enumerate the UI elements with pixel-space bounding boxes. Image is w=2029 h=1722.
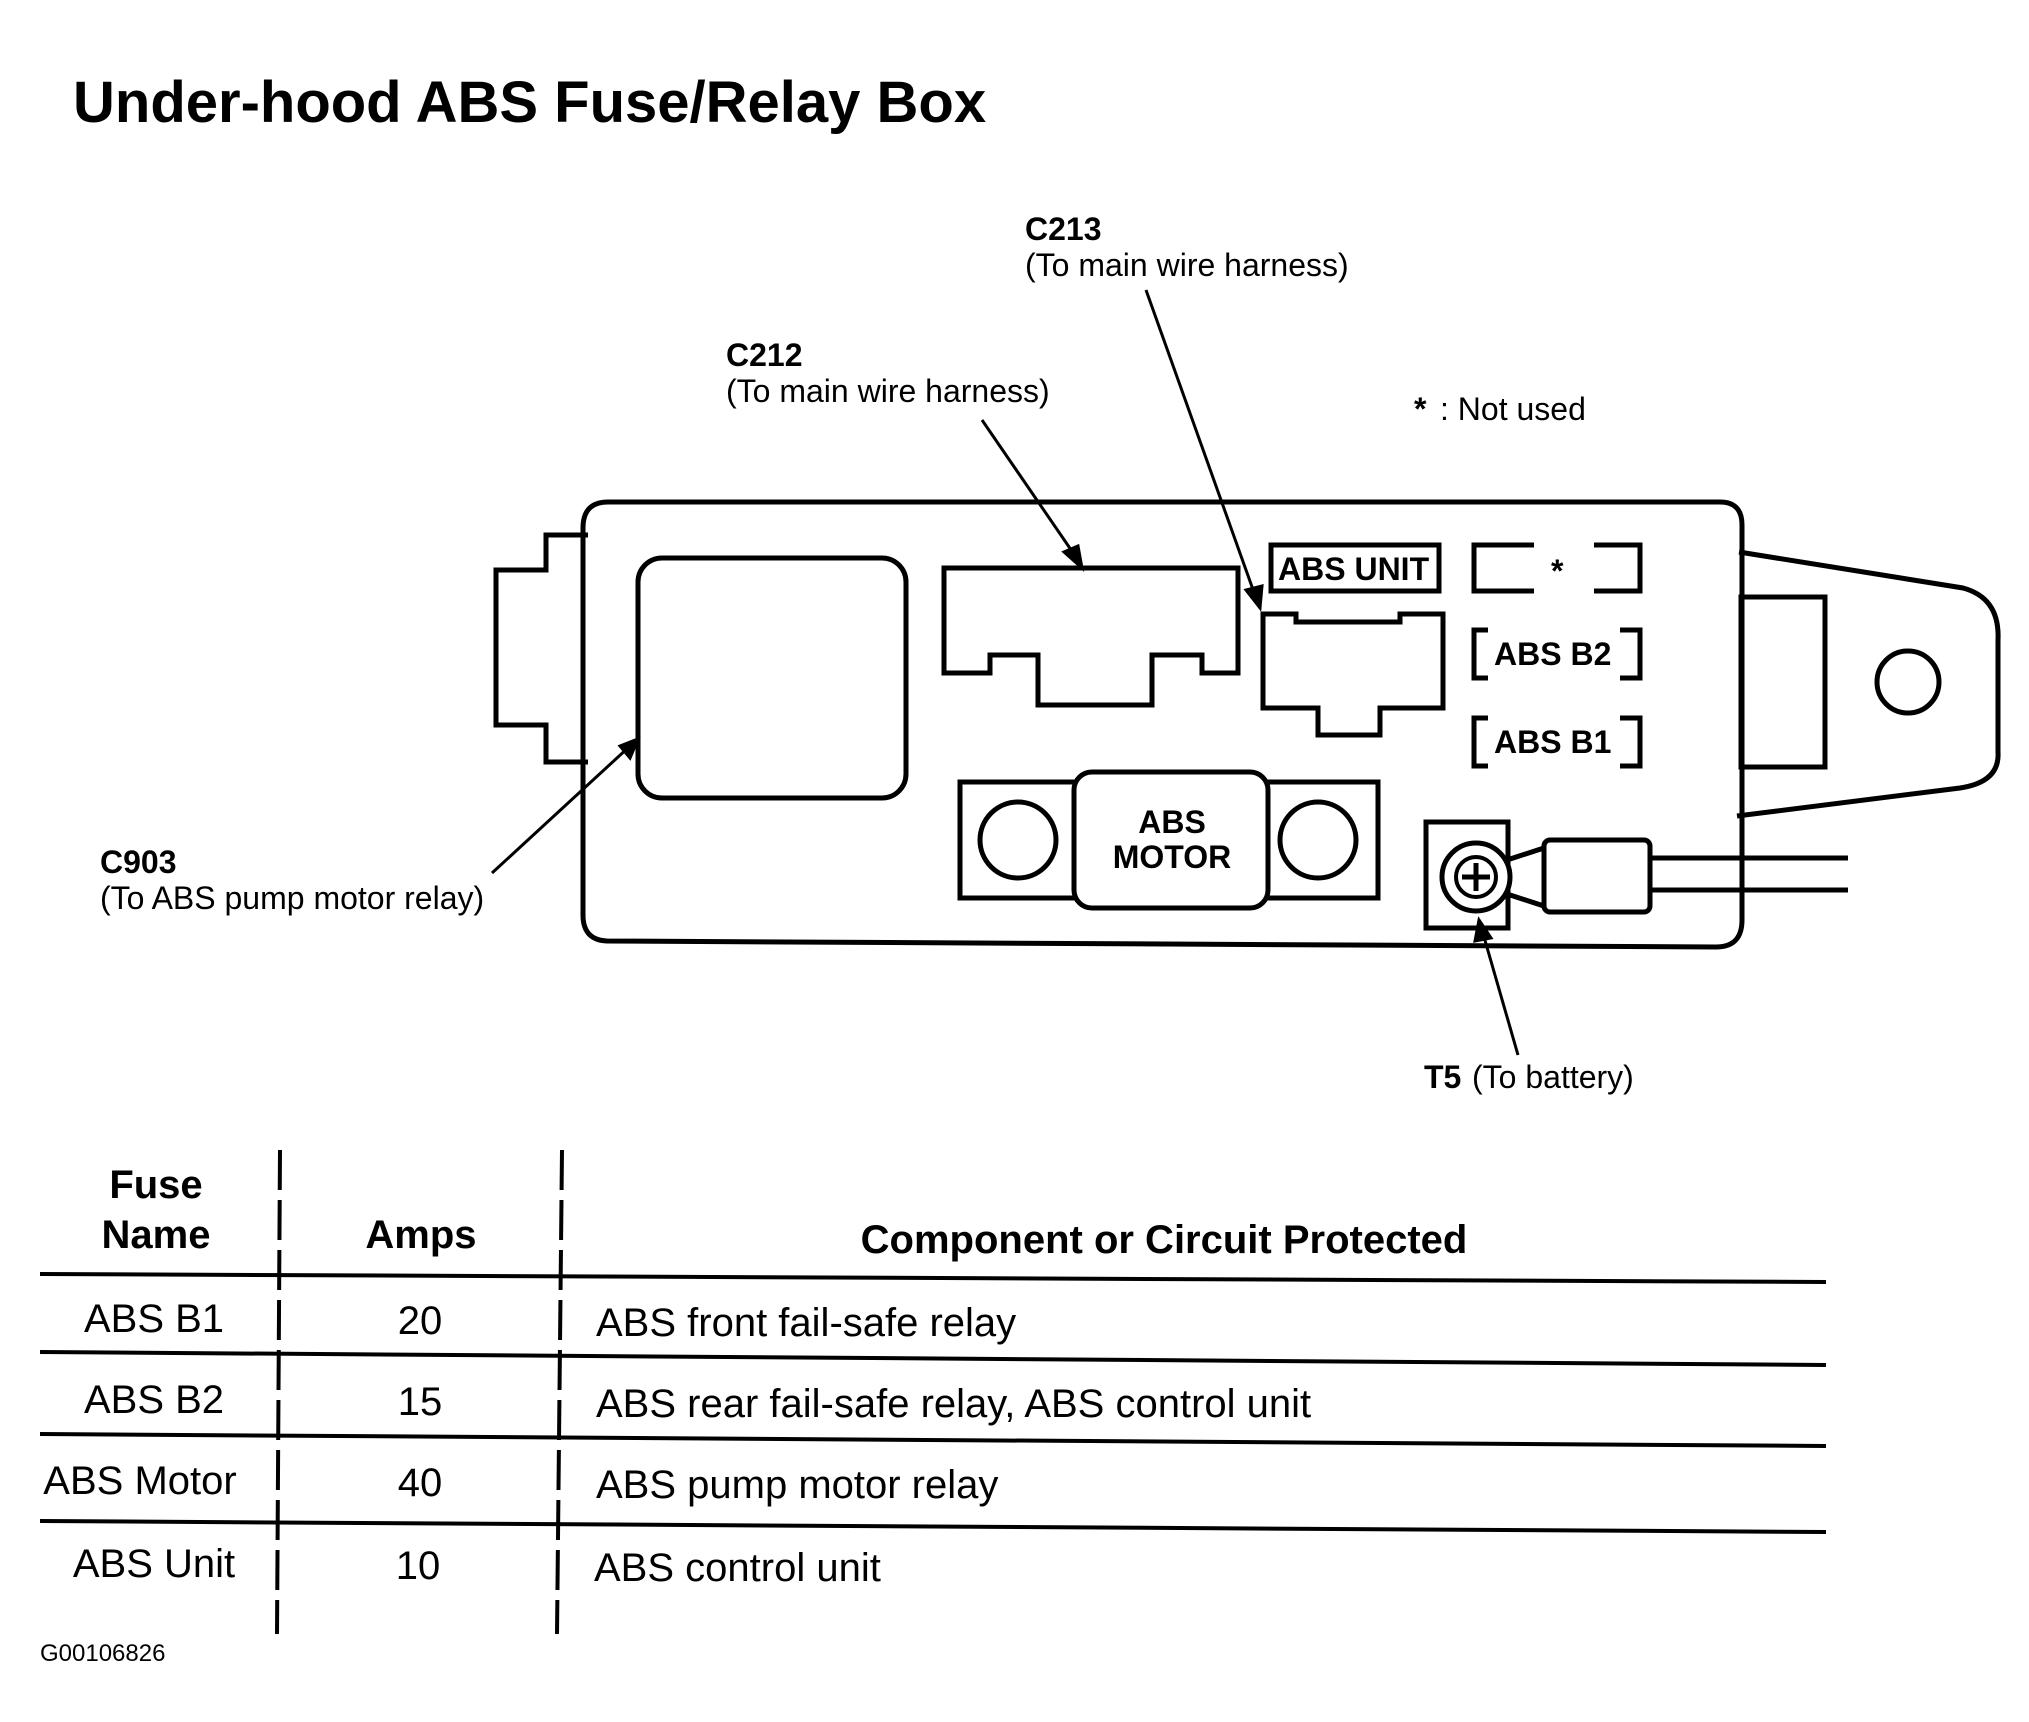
abs-motor-bolt-right <box>1277 799 1359 881</box>
table-rules <box>39 1149 1827 1635</box>
abs-b2-slot-label: ABS B2 <box>1494 636 1611 672</box>
c903-arrowhead <box>617 736 641 761</box>
column-divider-2 <box>555 1149 564 1635</box>
left-connector <box>493 532 588 765</box>
c212-leader <box>980 419 1080 561</box>
header-amps: Amps <box>365 1213 476 1257</box>
t5-lug <box>1506 844 1547 910</box>
c903-desc: (To ABS pump motor relay) <box>100 880 484 916</box>
row-1-amps: 20 <box>398 1299 443 1343</box>
row-rule-1 <box>39 1350 1827 1367</box>
abs-b1-fuse-slot <box>1471 715 1643 769</box>
fuse-table: Fuse Name Amps Component or Circuit Prot… <box>39 1149 1827 1635</box>
c212-arrowhead <box>1061 543 1085 573</box>
table-row: ABS Motor 40 ABS pump motor relay <box>43 1459 998 1507</box>
header-fuse-name-1: Fuse <box>109 1163 202 1207</box>
row-rule-2 <box>39 1432 1827 1448</box>
mounting-bracket <box>1736 549 2001 819</box>
row-1-component: ABS front fail-safe relay <box>596 1301 1016 1345</box>
row-2-amps: 15 <box>398 1380 443 1424</box>
row-2-component: ABS rear fail-safe relay, ABS control un… <box>596 1382 1311 1426</box>
table-row: ABS B1 20 ABS front fail-safe relay <box>84 1297 1016 1345</box>
row-4-name: ABS Unit <box>73 1542 235 1586</box>
c213-code: C213 <box>1025 211 1102 247</box>
c213-arrowhead <box>1243 584 1264 612</box>
column-divider-1 <box>275 1149 282 1635</box>
c212-desc: (To main wire harness) <box>726 373 1050 409</box>
t5-arrowhead <box>1473 916 1494 943</box>
bracket-inner <box>1738 594 1828 770</box>
bracket-hole <box>1874 648 1942 716</box>
unused-slot-label: * <box>1551 553 1564 589</box>
c213-leader <box>1144 289 1258 599</box>
abs-unit-fuse-slot <box>1268 542 1442 594</box>
header-component: Component or Circuit Protected <box>861 1218 1468 1262</box>
legend-symbol: * <box>1414 391 1427 427</box>
c903-leader <box>490 744 632 875</box>
row-3-name: ABS Motor <box>43 1459 236 1503</box>
leader-lines <box>490 289 1520 1056</box>
t5-terminal-post <box>1454 855 1498 899</box>
abs-motor-fuse-body <box>1071 769 1271 911</box>
t5-code: T5 <box>1424 1059 1461 1095</box>
abs-b2-fuse-slot <box>1471 627 1643 681</box>
abs-motor-label-1: ABS <box>1138 804 1206 840</box>
c903-code: C903 <box>100 844 177 880</box>
row-4-amps: 10 <box>396 1544 441 1588</box>
abs-unit-slot-label: ABS UNIT <box>1278 551 1430 587</box>
legend-text: : Not used <box>1440 391 1586 427</box>
c903-socket <box>635 555 909 801</box>
row-3-component: ABS pump motor relay <box>596 1463 998 1507</box>
t5-desc: (To battery) <box>1472 1059 1634 1095</box>
row-1-name: ABS B1 <box>84 1297 224 1341</box>
table-row: ABS Unit 10 ABS control unit <box>73 1542 881 1590</box>
abs-b1-slot-label: ABS B1 <box>1494 724 1611 760</box>
fuse-box <box>493 499 2001 950</box>
header-fuse-name-2: Name <box>102 1213 211 1257</box>
abs-motor-bolt-left <box>977 799 1059 881</box>
table-header: Fuse Name Amps Component or Circuit Prot… <box>102 1163 1468 1262</box>
row-3-amps: 40 <box>398 1461 443 1505</box>
row-4-component: ABS control unit <box>594 1546 881 1590</box>
row-2-name: ABS B2 <box>84 1378 224 1422</box>
t5-plus-sign <box>1462 863 1490 891</box>
battery-cable <box>1650 855 1848 893</box>
c212-connector <box>941 565 1241 708</box>
c213-connector <box>1260 611 1446 738</box>
c212-code: C212 <box>726 337 803 373</box>
figure-code: G00106826 <box>40 1640 165 1667</box>
t5-cable-sleeve <box>1541 837 1653 915</box>
header-rule <box>39 1272 1827 1284</box>
unused-fuse-slot <box>1471 542 1643 594</box>
table-row: ABS B2 15 ABS rear fail-safe relay, ABS … <box>84 1378 1311 1426</box>
t5-leader <box>1480 929 1520 1056</box>
box-housing <box>580 499 1745 950</box>
c213-desc: (To main wire harness) <box>1025 247 1349 283</box>
row-rule-3 <box>39 1519 1827 1534</box>
abs-motor-label-2: MOTOR <box>1113 839 1232 875</box>
page-title: Under-hood ABS Fuse/Relay Box <box>73 70 986 135</box>
